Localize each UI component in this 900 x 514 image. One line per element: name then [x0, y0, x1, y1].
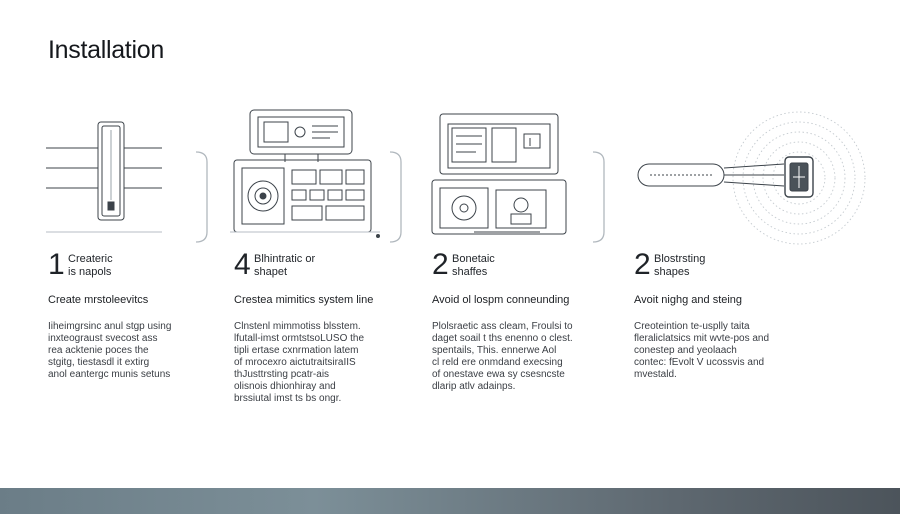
- step-description: Iiheimgrsinc anul stgp using inxteograus…: [48, 321, 172, 380]
- bracket-divider: [389, 151, 402, 243]
- step-description: Creoteintion te-usplly taita fleraliclat…: [634, 321, 770, 380]
- step-label: Blostrsting shapes: [654, 253, 706, 278]
- step-heading: Create mrstoleevitcs: [48, 294, 149, 306]
- wireless-sensor-icon: [637, 111, 866, 245]
- step-heading: Avoit nighg and steing: [634, 294, 743, 306]
- control-panel-icon: [230, 109, 380, 238]
- step-number: 2: [634, 248, 651, 281]
- installation-illustrations: [46, 109, 866, 245]
- monitor-stack-icon: [431, 113, 567, 235]
- page-title: Installation: [48, 36, 164, 64]
- step-description: Clnstenl mimmotiss blsstem. lfutall-imst…: [234, 321, 365, 404]
- bracket-divider: [592, 151, 605, 243]
- wall-mount-unit-icon: [46, 121, 162, 233]
- step-number: 4: [234, 248, 251, 281]
- step-label: Blhintratic or shapet: [254, 253, 316, 278]
- step-heading: Crestea mimitics system line: [234, 294, 374, 306]
- step-description: Plolsraetic ass cleam, Froulsi to daget …: [432, 321, 573, 392]
- step-label: Createric is napols: [68, 253, 113, 278]
- step-heading: Avoid ol lospm conneunding: [432, 294, 570, 306]
- step-label: Bonetaic shaffes: [452, 253, 495, 278]
- step-number: 2: [432, 248, 449, 281]
- step-number: 1: [48, 248, 65, 281]
- bracket-divider: [195, 151, 208, 243]
- footer-band: [0, 488, 900, 514]
